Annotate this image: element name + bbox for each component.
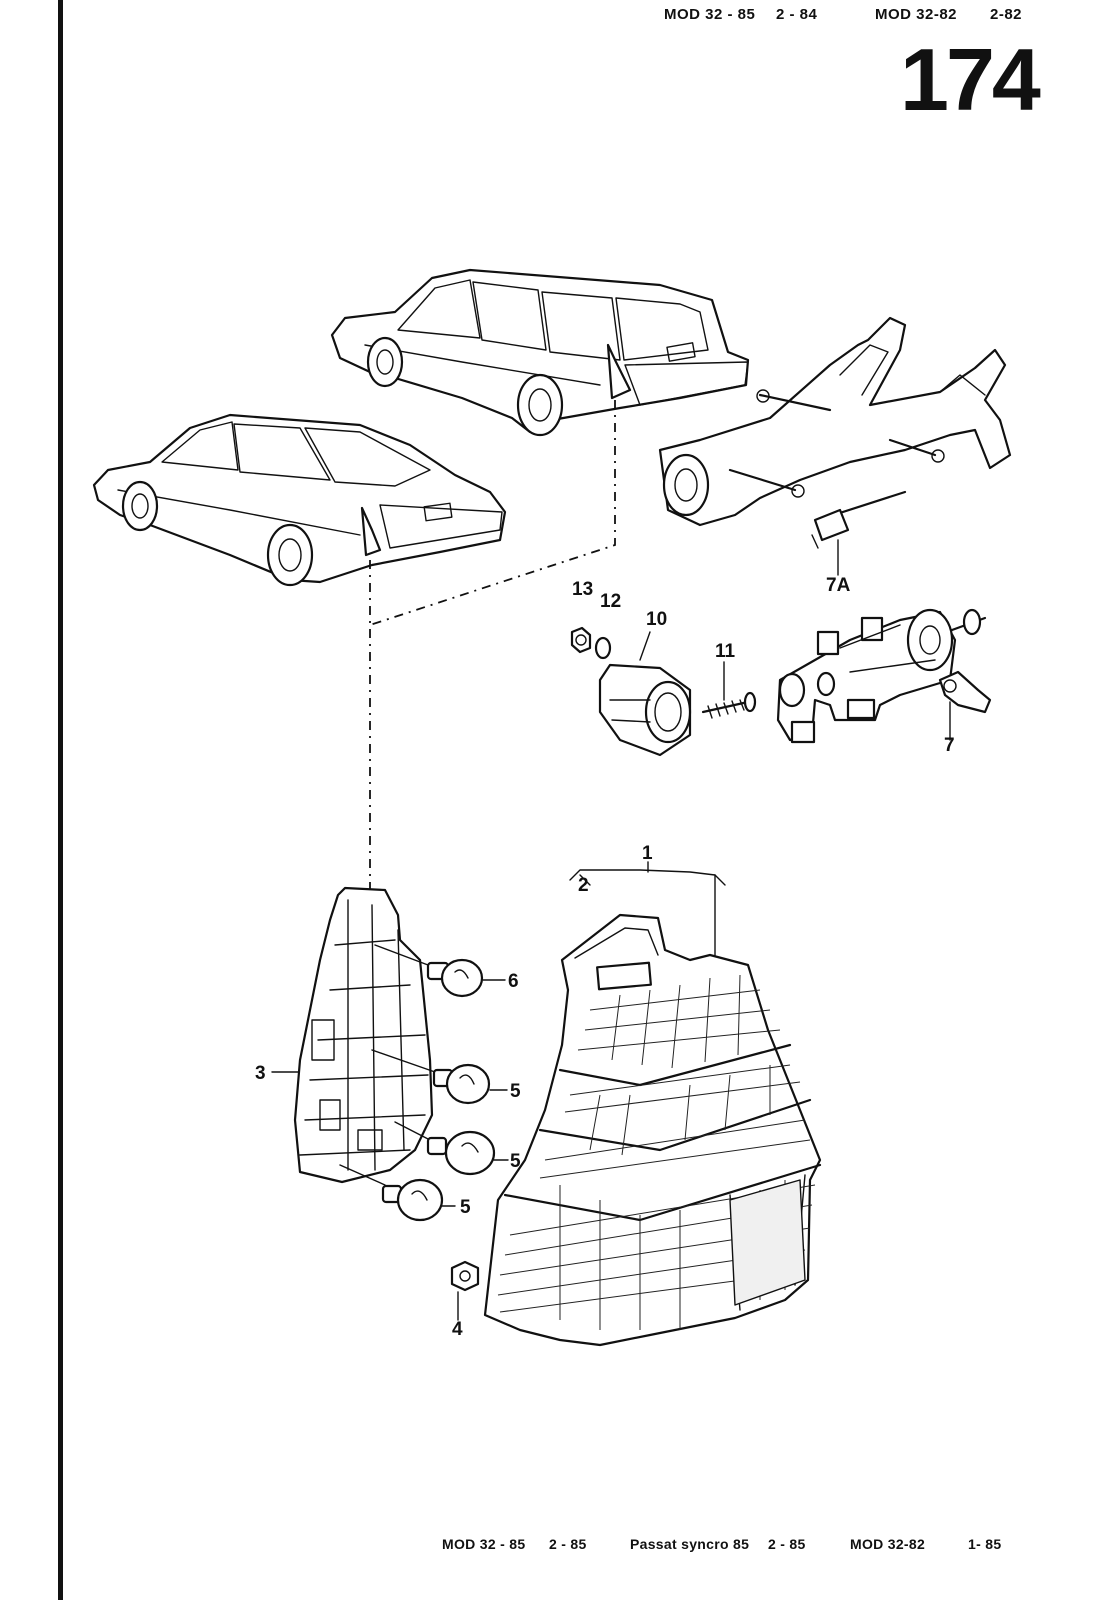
pressure-switch-icon xyxy=(570,626,757,757)
footer-b-date: 2 - 85 xyxy=(768,1536,806,1552)
callout-5c: 5 xyxy=(460,1197,471,1218)
header-left-model: MOD 32 - 85 xyxy=(664,6,756,23)
callout-6: 6 xyxy=(508,971,519,992)
callout-2: 2 xyxy=(578,875,589,896)
leader-line-wagon xyxy=(369,400,616,626)
bulb-icon-6 xyxy=(374,944,506,998)
bulb-icon-5c xyxy=(339,1164,456,1222)
callout-10: 10 xyxy=(646,609,668,630)
brake-master-cylinder-icon xyxy=(776,608,992,744)
callout-13: 13 xyxy=(572,579,594,600)
footer-a-model: MOD 32 - 85 xyxy=(442,1536,526,1552)
bulb-holder-icon xyxy=(293,886,434,1184)
callout-1: 1 xyxy=(642,843,653,864)
binding-edge-line xyxy=(58,0,63,1600)
callout-7a: 7A xyxy=(826,575,851,596)
lens-grid xyxy=(497,974,816,1330)
station-wagon-car-icon xyxy=(330,268,750,437)
header-right-date: 2-82 xyxy=(990,6,1023,23)
callout-12: 12 xyxy=(600,591,622,612)
callout-11: 11 xyxy=(715,641,736,662)
footer-a-date: 2 - 85 xyxy=(549,1536,587,1552)
leader-10 xyxy=(639,631,651,661)
header-right-model: MOD 32-82 xyxy=(875,6,958,23)
callout-4: 4 xyxy=(452,1319,463,1340)
callout-5a: 5 xyxy=(510,1081,521,1102)
bulb-icon-5b xyxy=(394,1121,509,1176)
callout-3: 3 xyxy=(255,1063,266,1084)
callout-7: 7 xyxy=(944,735,955,756)
footer-b-model: Passat syncro 85 xyxy=(630,1536,750,1552)
page-number: 174 xyxy=(900,30,1041,129)
bulb-icon-5a xyxy=(371,1049,508,1105)
rear-axle-beam-icon xyxy=(658,316,1012,549)
header-left-date: 2 - 84 xyxy=(776,6,818,23)
hatchback-car-icon xyxy=(92,413,507,587)
hex-nut-icon xyxy=(450,1260,480,1292)
footer-c-date: 1- 85 xyxy=(968,1536,1002,1552)
footer-c-model: MOD 32-82 xyxy=(850,1536,926,1552)
tail-light-lens-icon xyxy=(483,861,822,1347)
callout-5b: 5 xyxy=(510,1151,521,1172)
